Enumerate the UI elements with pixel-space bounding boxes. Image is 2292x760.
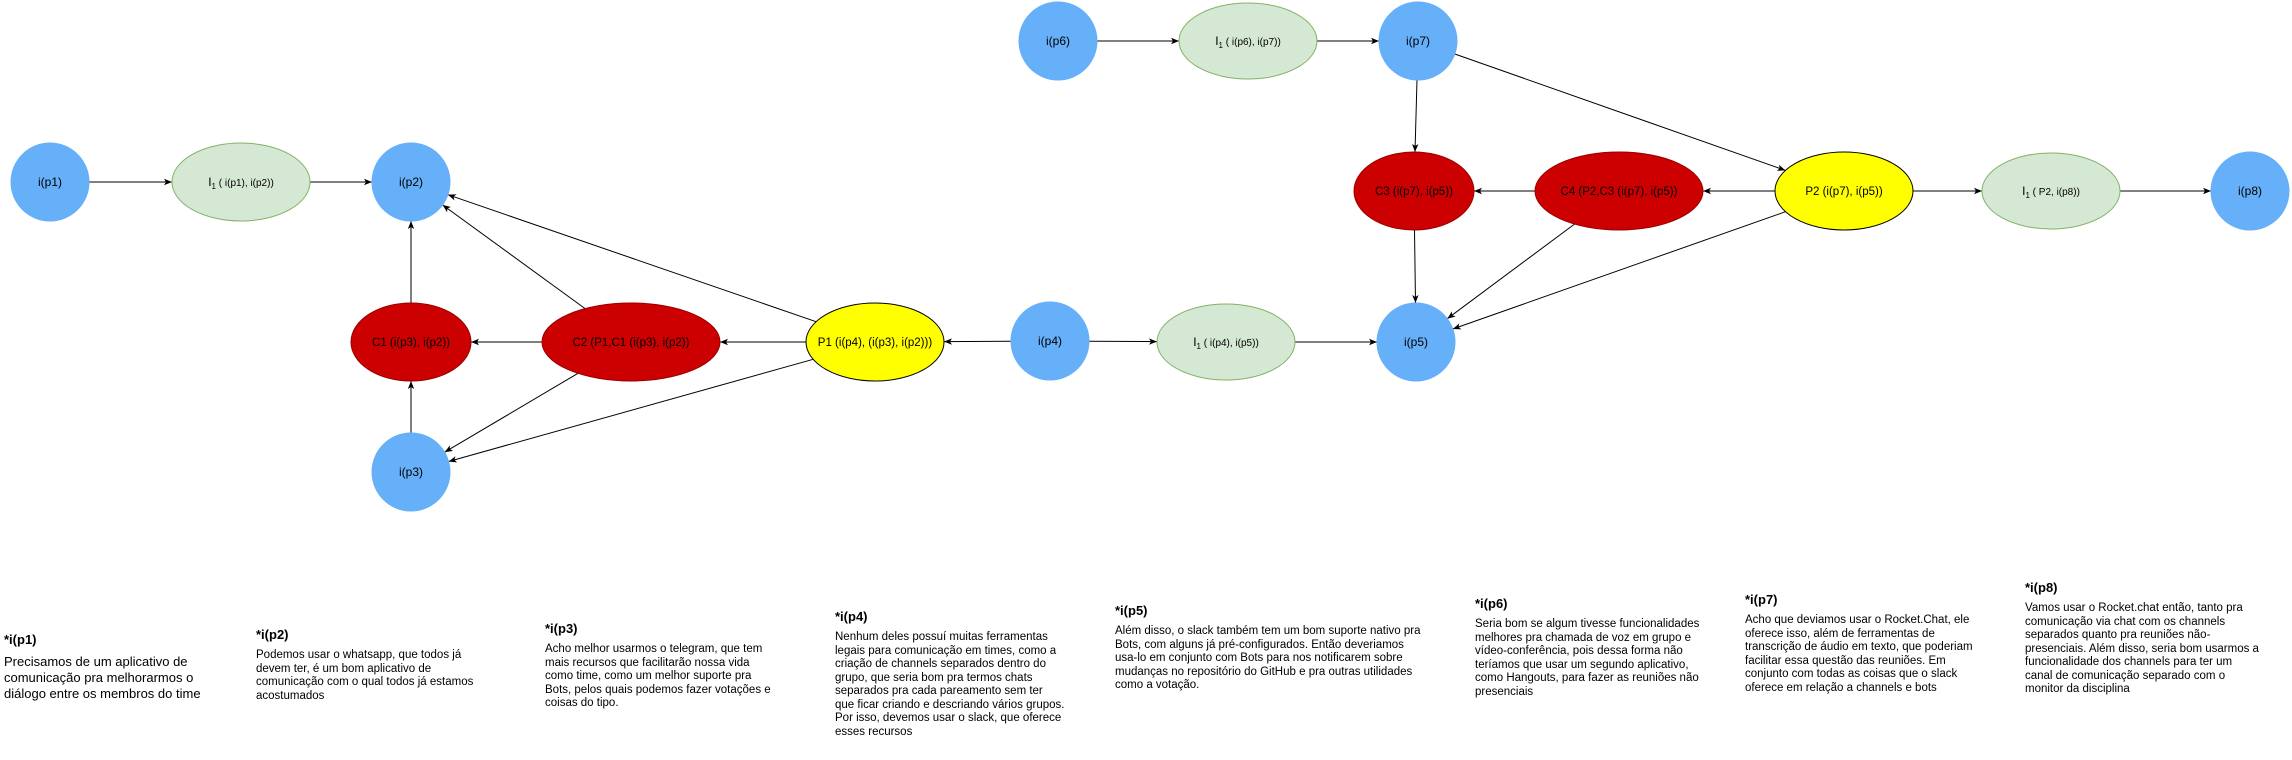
node-c1-shape <box>350 302 472 382</box>
node-p4-shape <box>1010 301 1090 381</box>
node-p6[interactable]: i(p6) <box>1018 1 1098 81</box>
edge-p1-to-p2 <box>447 194 817 323</box>
node-c1[interactable]: C1 (i(p3), i(p2)) <box>350 302 472 382</box>
node-i2-label: I1 ( i(p4), i(p5)) <box>1193 335 1259 351</box>
node-i4[interactable]: I1 ( P2, i(p8)) <box>1981 152 2121 230</box>
node-c4-label: C4 (P2,C3 (i(p7), i(p5)) <box>1561 186 1678 198</box>
node-p7-label: i(p7) <box>1406 34 1430 48</box>
node-c1-label: C1 (i(p3), i(p2)) <box>372 337 450 349</box>
note-p4-title: *i(p4) <box>835 609 868 624</box>
edge-c3-to-p5 <box>1412 229 1419 304</box>
node-i3-shape <box>1178 2 1318 80</box>
node-c3-label: C3 (i(p7), i(p5)) <box>1375 186 1453 198</box>
note-p3: *i(p3) Acho melhor usarmos o telegram, q… <box>545 621 775 711</box>
note-p2-body: Podemos usar o whatsapp, que todos já de… <box>256 649 474 702</box>
node-p2-shape <box>1774 151 1914 231</box>
note-p2-title: *i(p2) <box>256 627 289 642</box>
note-p5: *i(p5) Além disso, o slack também tem um… <box>1115 603 1425 693</box>
node-p2-label: i(p2) <box>399 175 423 189</box>
nodes: i(p1) i(p2) i(p3) i(p4) i(p5) i(p6) i(p7) i(p8)… <box>10 1 2290 512</box>
node-p1-label: P1 (i(p4), (i(p3), i(p2))) <box>818 337 933 349</box>
node-i2-shape <box>1156 303 1296 381</box>
node-p3[interactable]: i(p3) <box>371 432 451 512</box>
note-p2: *i(p2) Podemos usar o whatsapp, que todo… <box>256 627 486 703</box>
note-p5-body: Além disso, o slack também tem um bom su… <box>1115 625 1421 691</box>
node-p1-shape <box>10 142 90 222</box>
node-i4-label: I1 ( P2, i(p8)) <box>2022 184 2080 200</box>
node-p3-shape <box>371 432 451 512</box>
node-i1-label: I1 ( i(p1), i(p2)) <box>208 175 274 191</box>
node-c4[interactable]: C4 (P2,C3 (i(p7), i(p5)) <box>1534 151 1704 231</box>
node-i3[interactable]: I1 ( i(p6), i(p7)) <box>1178 2 1318 80</box>
note-p7: *i(p7) Acho que deviamos usar o Rocket.C… <box>1745 592 1980 695</box>
note-p8-title: *i(p8) <box>2025 580 2058 595</box>
node-p3-label: i(p3) <box>399 465 423 479</box>
edge-p2-to-p5 <box>1452 211 1786 330</box>
node-p1-shape <box>805 302 945 382</box>
note-p8-body: Vamos usar o Rocket.chat então, tanto pr… <box>2025 602 2259 695</box>
note-p1-body: Precisamos de um aplicativo de comunicaç… <box>4 654 201 701</box>
node-i1-shape <box>171 142 311 222</box>
node-p1[interactable]: i(p1) <box>10 142 90 222</box>
note-p1-title: *i(p1) <box>4 632 37 647</box>
note-p8: *i(p8) Vamos usar o Rocket.chat então, t… <box>2025 580 2260 697</box>
node-c2[interactable]: C2 (P1,C1 (i(p3), i(p2)) <box>541 302 721 382</box>
note-p6-title: *i(p6) <box>1475 596 1508 611</box>
note-p7-title: *i(p7) <box>1745 592 1778 607</box>
node-i3-label: I1 ( i(p6), i(p7)) <box>1215 34 1281 50</box>
node-p2[interactable]: P2 (i(p7), i(p5)) <box>1774 151 1914 231</box>
node-p8-label: i(p8) <box>2238 184 2262 198</box>
edge-c4-to-p5 <box>1447 223 1575 320</box>
note-p7-body: Acho que deviamos usar o Rocket.Chat, el… <box>1745 614 1973 694</box>
edge-p1-to-p3 <box>448 358 814 463</box>
node-c2-label: C2 (P1,C1 (i(p3), i(p2)) <box>573 337 690 349</box>
note-p6-body: Seria bom se algum tivesse funcionalidad… <box>1475 618 1700 698</box>
node-p2-label: P2 (i(p7), i(p5)) <box>1805 186 1882 198</box>
node-p6-shape <box>1018 1 1098 81</box>
node-p8[interactable]: i(p8) <box>2210 151 2290 231</box>
node-p5-label: i(p5) <box>1404 335 1428 349</box>
edges <box>89 37 2211 463</box>
node-i4-shape <box>1981 152 2121 230</box>
node-p4[interactable]: i(p4) <box>1010 301 1090 381</box>
node-p4-label: i(p4) <box>1038 334 1062 348</box>
note-p1: *i(p1) Precisamos de um aplicativo de co… <box>4 632 234 702</box>
node-p5-shape <box>1376 302 1456 382</box>
node-p2-shape <box>371 142 451 222</box>
node-i1[interactable]: I1 ( i(p1), i(p2)) <box>171 142 311 222</box>
note-p6: *i(p6) Seria bom se algum tivesse funcio… <box>1475 596 1710 699</box>
node-c4-shape <box>1534 151 1704 231</box>
node-i2[interactable]: I1 ( i(p4), i(p5)) <box>1156 303 1296 381</box>
node-p2[interactable]: i(p2) <box>371 142 451 222</box>
node-c3-shape <box>1353 151 1475 231</box>
node-c2-shape <box>541 302 721 382</box>
edge-c2-to-p2 <box>442 204 586 310</box>
node-p7[interactable]: i(p7) <box>1378 1 1458 81</box>
node-p8-shape <box>2210 151 2290 231</box>
note-p5-title: *i(p5) <box>1115 603 1148 618</box>
node-p1[interactable]: P1 (i(p4), (i(p3), i(p2))) <box>805 302 945 382</box>
node-p1-label: i(p1) <box>38 175 62 189</box>
note-p3-title: *i(p3) <box>545 621 578 636</box>
node-p7-shape <box>1378 1 1458 81</box>
node-p6-label: i(p6) <box>1046 34 1070 48</box>
edge-c2-to-p3 <box>444 372 579 453</box>
edge-p7-to-p2 <box>1454 53 1786 171</box>
note-p4-body: Nenhum deles possuí muitas ferramentas l… <box>835 631 1065 738</box>
edge-p7-to-c3 <box>1412 79 1419 153</box>
note-p4: *i(p4) Nenhum deles possuí muitas ferram… <box>835 609 1065 739</box>
note-p3-body: Acho melhor usarmos o telegram, que tem … <box>545 643 771 709</box>
node-c3[interactable]: C3 (i(p7), i(p5)) <box>1353 151 1475 231</box>
node-p5[interactable]: i(p5) <box>1376 302 1456 382</box>
